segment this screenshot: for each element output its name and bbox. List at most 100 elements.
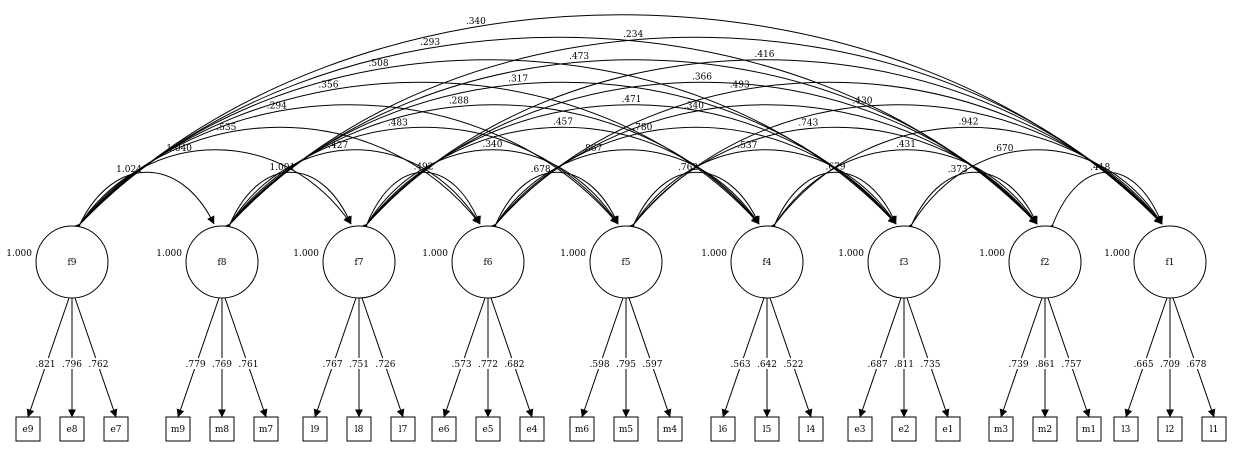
loading-label-bg — [1159, 358, 1181, 369]
loading-label-bg — [919, 358, 942, 369]
loading-label-bg — [211, 358, 233, 369]
loading-label: .522 — [783, 360, 803, 370]
correlation-label: .317 — [508, 74, 528, 84]
correlation-label: 1.040 — [166, 144, 192, 154]
correlation-label: .340 — [466, 17, 486, 27]
loading-label-bg — [503, 358, 526, 369]
correlation-label: .293 — [420, 38, 440, 48]
loading-arrow — [1124, 297, 1168, 418]
factor-loadings: .821.796.762.779.769.761.767.751.726.573… — [26, 297, 1216, 418]
loading-label: .795 — [616, 360, 636, 370]
factor-circle — [1008, 225, 1082, 299]
factor-circle — [35, 225, 109, 299]
correlation-label: .457 — [553, 117, 573, 127]
loading-label: .687 — [868, 360, 888, 370]
indicator-box — [390, 416, 416, 442]
indicator-box — [754, 416, 780, 442]
indicator-label: e9 — [22, 425, 33, 435]
loading-label: .642 — [757, 360, 777, 370]
loading-arrow — [628, 297, 672, 418]
indicator-box — [891, 416, 917, 442]
loading-label-bg — [1007, 358, 1030, 369]
factor-circle — [589, 225, 663, 299]
loading-label-bg — [866, 358, 889, 369]
factor-variance: 1.000 — [156, 249, 182, 259]
loading-label-bg — [893, 358, 915, 369]
indicator-label: m2 — [1038, 425, 1052, 435]
correlation-label: .366 — [692, 72, 712, 82]
indicator-box — [475, 416, 501, 442]
correlation-label: .670 — [993, 144, 1013, 154]
indicator-label: m1 — [1082, 425, 1096, 435]
indicator-label: l7 — [399, 425, 408, 435]
indicator-box — [798, 416, 824, 442]
loading-label: .751 — [349, 360, 369, 370]
loading-label: .761 — [238, 360, 258, 370]
loading-label: .682 — [504, 360, 524, 370]
correlation-arc — [905, 171, 1038, 233]
loading-arrow — [176, 297, 220, 418]
loading-label: .762 — [88, 360, 108, 370]
indicator-label: e6 — [438, 425, 449, 435]
correlation-label: .678 — [531, 165, 551, 175]
correlation-arc — [359, 149, 619, 233]
loading-arrow — [490, 297, 534, 418]
indicator-box — [988, 416, 1014, 442]
correlation-label: .762 — [678, 163, 698, 173]
loading-label-bg — [1034, 358, 1056, 369]
loading-label-bg — [729, 358, 752, 369]
correlation-label: .431 — [896, 140, 916, 150]
loading-label: .573 — [452, 360, 472, 370]
correlation-arc — [73, 171, 215, 233]
indicator-label: m7 — [259, 425, 274, 435]
factor-label: f2 — [1040, 258, 1049, 268]
factor-variance: 1.000 — [701, 249, 727, 259]
factor-label: f8 — [217, 258, 226, 268]
loading-label-bg — [321, 358, 344, 369]
loading-arrow — [74, 297, 118, 418]
factor-variance: 1.000 — [293, 249, 319, 259]
loading-arrow — [313, 297, 357, 418]
loading-label-bg — [615, 358, 637, 369]
correlation-label: .780 — [632, 123, 652, 133]
correlation-label: .535 — [216, 123, 236, 133]
loading-label: .739 — [1009, 360, 1029, 370]
correlation-arc — [222, 149, 481, 233]
correlation-arc — [626, 149, 897, 233]
correlation-arc — [360, 171, 481, 233]
correlation-arc — [71, 59, 897, 233]
loading-label-bg — [374, 358, 397, 369]
indicator-box — [613, 416, 639, 442]
correlation-arc — [71, 81, 760, 233]
indicator-label: l9 — [311, 425, 320, 435]
correlation-label: .508 — [369, 59, 389, 69]
factor-label: f6 — [483, 258, 492, 268]
indicator-label: m3 — [994, 425, 1009, 435]
correlation-label: .373 — [948, 165, 968, 175]
loading-label-bg — [450, 358, 473, 369]
indicator-label: l3 — [1122, 425, 1131, 435]
loading-arrow — [442, 297, 486, 418]
factor-label: f3 — [899, 258, 908, 268]
correlation-label: 1.001 — [269, 163, 295, 173]
indicator-box — [1157, 416, 1183, 442]
indicator-label: e3 — [854, 425, 865, 435]
loading-label: .735 — [920, 360, 940, 370]
factor-label: f1 — [1165, 258, 1174, 268]
correlation-arc — [626, 126, 1038, 233]
loading-label-bg — [1185, 358, 1208, 369]
factor-circle — [451, 225, 525, 299]
loading-label: .709 — [1160, 360, 1180, 370]
correlation-arc — [1046, 171, 1163, 233]
indicator-box — [1076, 416, 1102, 442]
loading-arrow — [858, 297, 902, 418]
loading-label-bg — [641, 358, 664, 369]
factor-variance: 1.000 — [838, 249, 864, 259]
loading-label: .769 — [212, 360, 232, 370]
indicator-box — [1113, 416, 1139, 442]
indicator-box — [519, 416, 545, 442]
correlation-label: .743 — [798, 119, 818, 129]
indicator-label: m5 — [619, 425, 634, 435]
factor-variance: 1.000 — [6, 249, 32, 259]
